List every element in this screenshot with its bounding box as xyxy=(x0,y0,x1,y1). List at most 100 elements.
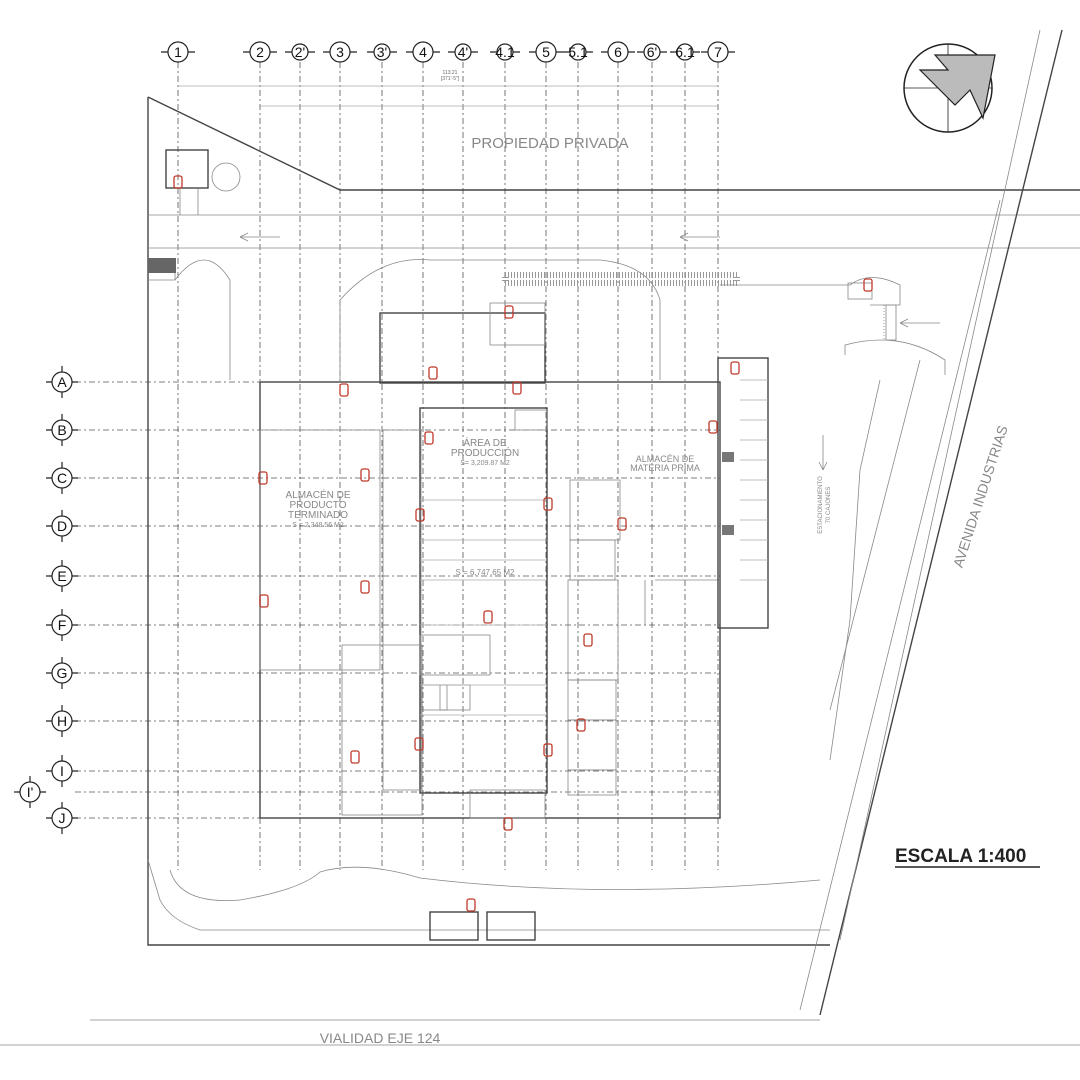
grid-bubble-4.1: 4.1 xyxy=(490,43,520,61)
almacen-pt-label: ALMACÉN DE xyxy=(285,488,350,501)
almacen-mp-label-2: MATERIA PRIMA xyxy=(630,463,700,473)
fire-extinguisher-icon xyxy=(617,517,627,531)
svg-text:4.1: 4.1 xyxy=(495,44,515,60)
avenida-label: AVENIDA INDUSTRIAS xyxy=(950,423,1011,569)
grid-bubble-4: 4 xyxy=(406,41,440,63)
fire-extinguisher-icon xyxy=(576,718,586,732)
total-area: S = 6,747.65 M2 xyxy=(456,568,515,577)
svg-text:I': I' xyxy=(27,784,34,800)
fire-extinguisher-icon xyxy=(258,471,268,485)
svg-text:7: 7 xyxy=(714,44,722,60)
svg-text:1: 1 xyxy=(174,44,182,60)
grid-bubble-3: 3 xyxy=(323,41,357,63)
svg-text:3: 3 xyxy=(336,44,344,60)
svg-text:I: I xyxy=(60,763,64,779)
svg-text:4': 4' xyxy=(458,44,468,60)
svg-text:D: D xyxy=(57,518,67,534)
column-grid-bubbles: 1 2 2' 3 3' 4 4' 4.1 5 5.1 6 6' 6.1 7 xyxy=(161,41,735,63)
grid-bubble-D: D xyxy=(46,510,78,542)
svg-text:C: C xyxy=(57,470,67,486)
svg-text:H: H xyxy=(57,713,67,729)
grid-lines xyxy=(75,62,720,870)
grid-bubble-3': 3' xyxy=(367,43,397,61)
fire-extinguisher-icon xyxy=(466,898,476,912)
escala-label: ESCALA 1:400 xyxy=(895,846,1026,867)
almacen-pt-label-2: PRODUCTO xyxy=(289,500,346,511)
grid-bubble-4': 4' xyxy=(448,43,478,61)
fire-extinguishers xyxy=(173,175,873,912)
grid-bubble-Ip: I' xyxy=(14,776,46,808)
grid-bubble-1: 1 xyxy=(161,41,195,63)
fire-extinguisher-icon xyxy=(483,610,493,624)
produccion-area: S= 3,209.87 M2 xyxy=(460,460,510,467)
svg-text:A: A xyxy=(57,374,67,390)
svg-text:B: B xyxy=(57,422,66,438)
row-grid-bubbles: A B C D E F G H I I' J xyxy=(14,366,78,834)
north-arrow-icon xyxy=(903,43,996,133)
grid-bubble-A: A xyxy=(46,366,78,398)
fire-extinguisher-icon xyxy=(512,381,522,395)
grid-bubble-5.1: 5.1 xyxy=(563,43,593,61)
produccion-label: ÁREA DE xyxy=(463,436,507,449)
grid-bubble-I: I xyxy=(46,755,78,787)
estacionamiento-label: ESTACIONAMIENTO xyxy=(818,476,824,534)
fire-extinguisher-icon xyxy=(415,508,425,522)
total-dimension: 113.21 xyxy=(443,70,458,76)
fire-extinguisher-icon xyxy=(414,737,424,751)
svg-text:6: 6 xyxy=(614,44,622,60)
svg-text:2: 2 xyxy=(256,44,264,60)
svg-text:6.1: 6.1 xyxy=(675,44,695,60)
grid-bubble-6.1: 6.1 xyxy=(670,43,700,61)
fire-extinguisher-icon xyxy=(360,468,370,482)
almacen-mp-label: ALMACÉN DE xyxy=(636,454,695,464)
fire-extinguisher-icon xyxy=(424,431,434,445)
svg-text:J: J xyxy=(59,810,66,826)
fire-extinguisher-icon xyxy=(259,594,269,608)
propiedad-privada-label: PROPIEDAD PRIVADA xyxy=(471,135,628,152)
fire-extinguisher-icon xyxy=(708,420,718,434)
svg-text:E: E xyxy=(57,568,66,584)
site-outline xyxy=(0,29,1080,1046)
cajones-label: 70 CAJONES xyxy=(826,487,832,524)
grid-bubble-2': 2' xyxy=(285,43,315,61)
almacen-pt-label-3: TERMINADO xyxy=(288,510,348,521)
svg-text:4: 4 xyxy=(419,44,427,60)
fire-extinguisher-icon xyxy=(863,278,873,292)
produccion-label-2: PRODUCCIÓN xyxy=(451,446,519,459)
fire-extinguisher-icon xyxy=(428,366,438,380)
fire-extinguisher-icon xyxy=(504,305,514,319)
fire-extinguisher-icon xyxy=(503,817,513,831)
grid-bubble-6: 6 xyxy=(601,41,635,63)
fire-extinguisher-icon xyxy=(339,383,349,397)
vialidad-label: VIALIDAD EJE 124 xyxy=(320,1030,441,1046)
grid-bubble-J: J xyxy=(46,802,78,834)
grid-bubble-5: 5 xyxy=(529,41,563,63)
fire-extinguisher-icon xyxy=(583,633,593,647)
fire-extinguisher-icon xyxy=(730,361,740,375)
grid-bubble-6': 6' xyxy=(637,43,667,61)
svg-text:F: F xyxy=(58,617,67,633)
total-dimension-imperial: [371'-5"] xyxy=(441,76,460,82)
fire-extinguisher-icon xyxy=(360,580,370,594)
grid-bubble-7: 7 xyxy=(701,41,735,63)
svg-text:5: 5 xyxy=(542,44,550,60)
fire-extinguisher-icon xyxy=(350,750,360,764)
fire-extinguisher-icon xyxy=(543,743,553,757)
grid-bubble-B: B xyxy=(46,414,78,446)
almacen-pt-area: S = 2,348.56 M2 xyxy=(292,522,344,529)
svg-text:5.1: 5.1 xyxy=(568,44,588,60)
fire-extinguisher-icon xyxy=(543,497,553,511)
main-building xyxy=(259,302,769,819)
grid-bubble-F: F xyxy=(46,609,78,641)
grid-bubble-E: E xyxy=(46,560,78,592)
grid-bubble-C: C xyxy=(46,462,78,494)
grid-bubble-G: G xyxy=(46,657,78,689)
grid-bubble-H: H xyxy=(46,705,78,737)
svg-text:3': 3' xyxy=(377,44,387,60)
grid-bubble-2: 2 xyxy=(243,41,277,63)
svg-text:6': 6' xyxy=(647,44,657,60)
svg-text:2': 2' xyxy=(295,44,305,60)
fire-extinguisher-icon xyxy=(173,175,183,189)
room-labels: ÁREA DE PRODUCCIÓN S= 3,209.87 M2 ALMACÉ… xyxy=(285,436,699,577)
